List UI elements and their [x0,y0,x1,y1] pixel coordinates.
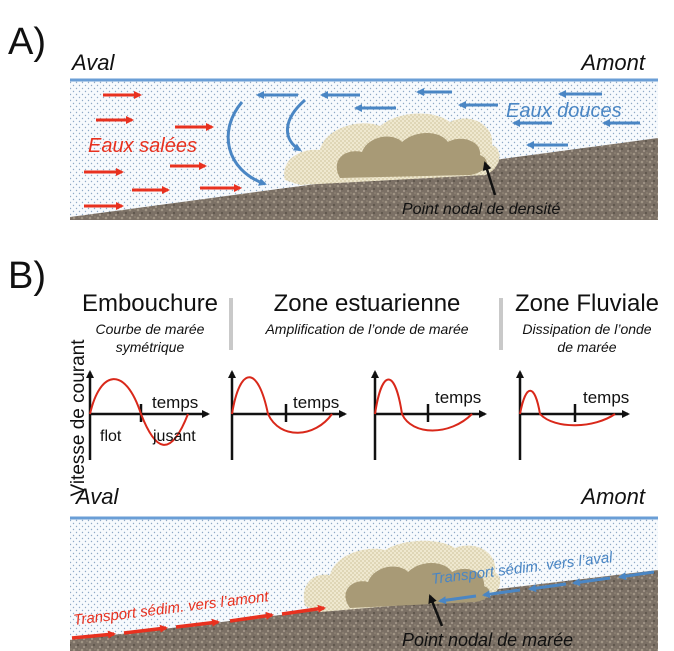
curve-1-flood-label: flot [100,428,122,445]
zone-divider [229,298,233,350]
upstream-arrow [123,624,168,635]
panel-a-aval-label: Aval [70,50,116,75]
panel-a-salt-arrows [84,91,242,210]
upstream-arrow [229,611,274,623]
zone-title: Zone estuarienne [274,290,461,317]
panel-a-salt-water-label: Eaux salées [88,135,197,157]
panel-b-sediment-plug [303,540,501,612]
zone-title: Embouchure [82,290,218,317]
tidal-curves: temps flot jusant temps temps temps [86,370,630,460]
downstream-arrow [572,576,611,587]
zone-subtitle: de marée [557,339,616,355]
panel-a-sediment-core [336,133,487,178]
upstream-arrow [71,630,116,640]
zone-subtitle: Dissipation de l’onde [522,321,651,337]
fresh-curved-arrow [286,98,306,152]
y-axis-label: Vitesse de courant [68,339,89,497]
curve-1-ebb-label: jusant [152,428,196,445]
panel-a-fresh-arrows [226,88,640,186]
zone-subtitle: Courbe de marée [96,321,205,337]
downstream-arrow [438,594,477,605]
curve-3-tide [374,378,473,432]
panel-b-aval-label: Aval [74,484,120,509]
panel-b-upstream-arrows [71,604,326,640]
panel-b-letter: B) [8,255,46,297]
zone-headers: Embouchure Courbe de marée symétrique Zo… [82,290,659,355]
upstream-arrow [281,604,326,616]
panel-a-amont-label: Amont [579,50,645,75]
panel-b-node-label: Point nodal de marée [402,630,573,650]
curve-1-time-label: temps [152,393,198,412]
curve-4-time-label: temps [583,388,629,407]
fresh-curved-arrow [226,101,267,186]
panel-a-node-label: Point nodal de densité [402,201,560,218]
curve-3-time-label: temps [435,388,481,407]
panel-b-downstream-arrows [438,570,655,605]
panel-a-node-pointer [482,161,497,196]
downstream-arrow [528,582,567,593]
zone-title: Zone Fluviale [515,290,659,317]
curve-4-tide [519,389,616,427]
zone-divider [499,298,503,350]
panel-a-letter: A) [8,21,46,63]
curve-1-tide [89,378,189,446]
curve-2-tide [231,376,333,434]
panel-a-fresh-water-label: Eaux douces [506,100,622,122]
downstream-arrow [482,588,521,599]
upstream-arrow [175,618,220,629]
zone-subtitle: Amplification de l’onde de marée [264,321,468,337]
panel-b-amont-label: Amont [579,484,645,509]
panel-b-sediment-core [345,563,490,608]
panel-a-sediment-plug [284,113,500,185]
zone-subtitle: symétrique [116,339,185,355]
panel-b-node-pointer [428,594,444,627]
curve-2-time-label: temps [293,393,339,412]
downstream-arrow [618,570,655,581]
